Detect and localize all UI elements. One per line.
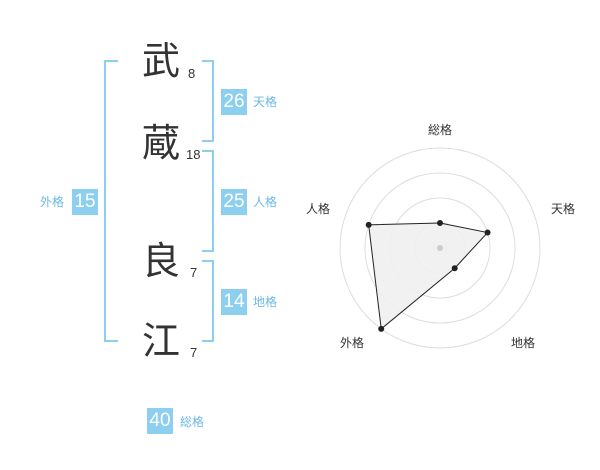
radar-point-1 [484,229,491,236]
name-char-3: 良 [142,239,181,283]
soukaku-label: 総格 [180,415,205,429]
stroke-count-4: 7 [190,345,198,360]
radar-label-gaikaku: 外格 [340,336,365,350]
name-char-1: 武 [142,39,181,83]
stroke-count-1: 8 [188,66,196,81]
radar-label-soukaku: 総格 [428,123,453,137]
radar-point-0 [437,220,443,226]
radar-label-jinkaku: 人格 [306,202,331,216]
jinkaku-bracket [202,150,214,252]
radar-point-3 [378,325,385,332]
radar-polygon [368,222,489,330]
chikaku-value: 14 [221,289,247,315]
jinkaku-value: 25 [221,189,247,215]
radar-chart [339,147,541,349]
jinkaku-label: 人格 [253,195,278,209]
stroke-count-2: 18 [186,147,201,162]
tenkaku-label: 天格 [253,95,278,109]
soukaku-value: 40 [147,408,173,434]
name-char-2: 蔵 [142,121,181,165]
gaikaku-value: 15 [72,189,98,215]
chikaku-bracket [202,260,214,342]
radar-ring [339,147,541,349]
tenkaku-value: 26 [221,89,247,115]
chikaku-label: 地格 [253,295,278,309]
tenkaku-bracket [202,60,214,142]
radar-ring [364,172,516,324]
radar-center [437,245,443,251]
radar-point-4 [365,221,372,228]
gaikaku-label: 外格 [40,195,65,209]
radar-label-tenkaku: 天格 [551,202,576,216]
gaikaku-bracket [104,60,118,342]
radar-label-chikaku: 地格 [511,336,536,350]
name-char-4: 江 [142,319,181,363]
radar-point-2 [451,265,458,272]
stroke-count-3: 7 [190,265,198,280]
